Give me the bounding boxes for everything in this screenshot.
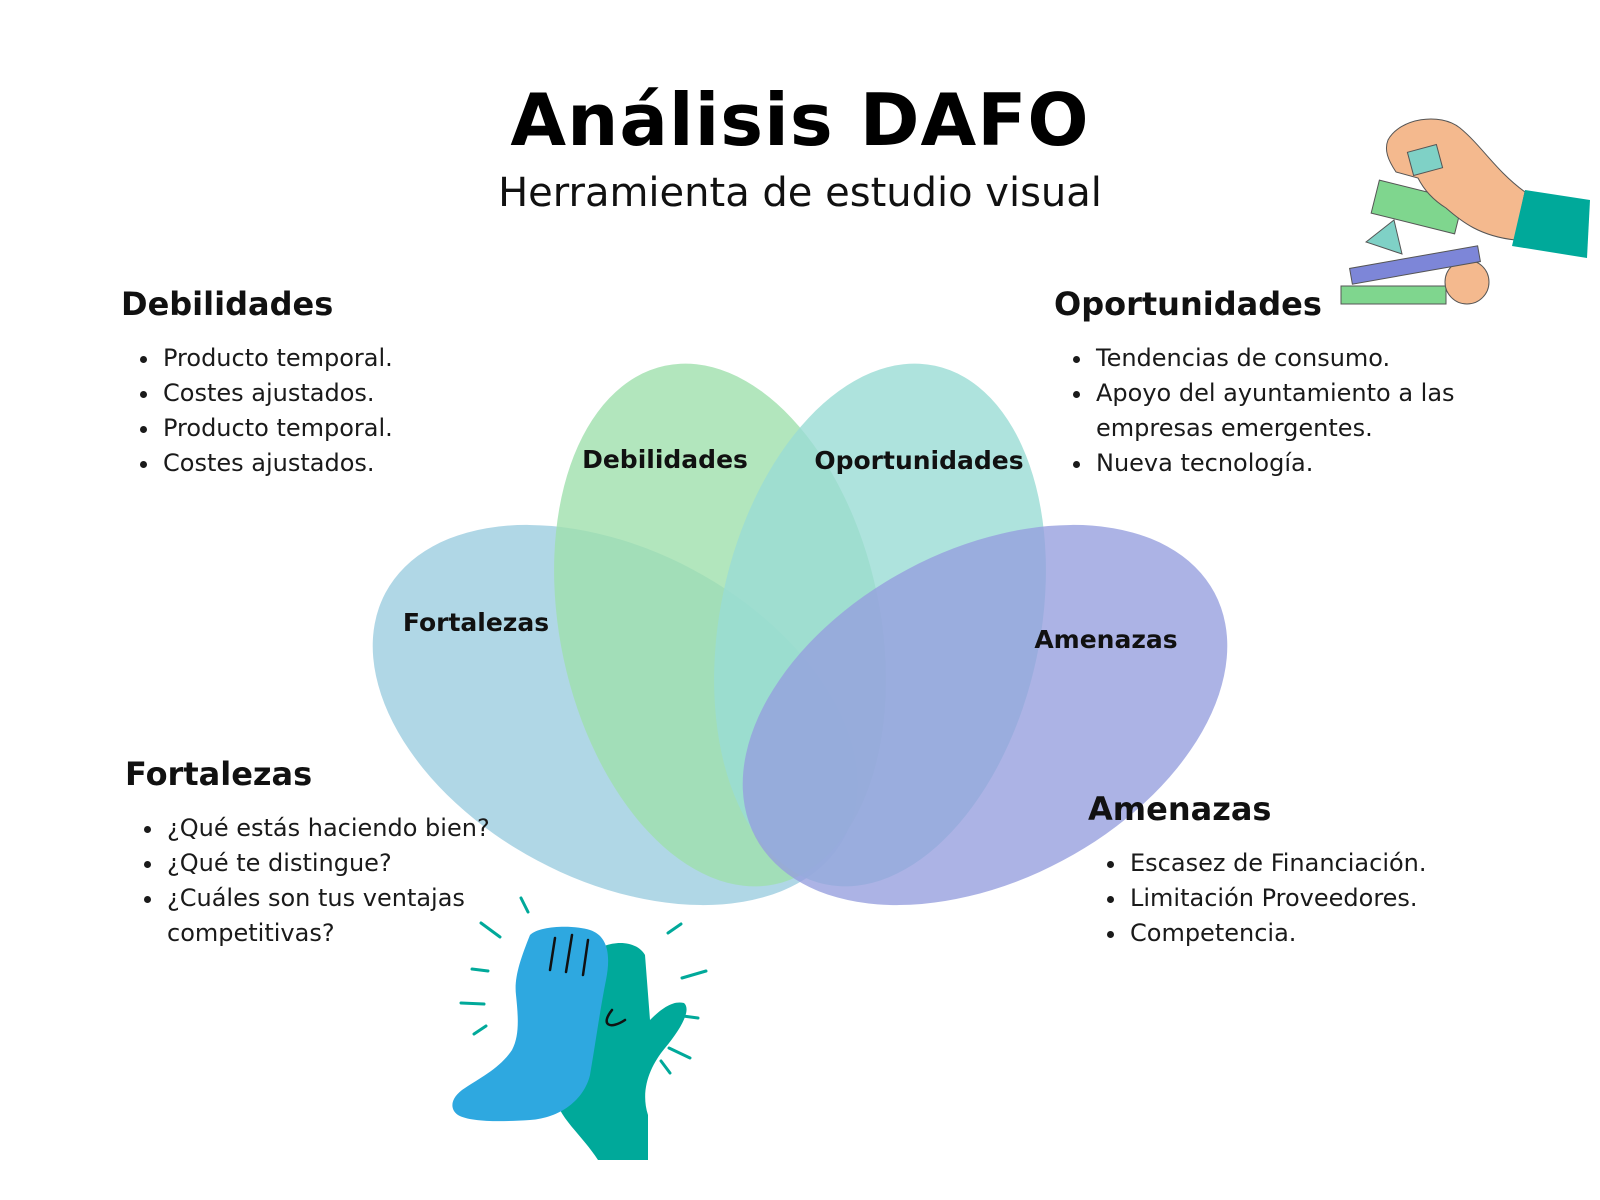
list-fortalezas: ¿Qué estás haciendo bien? ¿Qué te distin… bbox=[125, 811, 495, 951]
petal-label-amenazas: Amenazas bbox=[1034, 625, 1177, 654]
list-item: ¿Cuáles son tus ventajas competitivas? bbox=[165, 881, 495, 951]
list-amenazas: Escasez de Financiación. Limitación Prov… bbox=[1088, 846, 1508, 951]
section-debilidades: Debilidades Producto temporal. Costes aj… bbox=[121, 285, 541, 481]
section-fortalezas: Fortalezas ¿Qué estás haciendo bien? ¿Qu… bbox=[125, 755, 490, 951]
list-item: Competencia. bbox=[1128, 916, 1508, 951]
petal-label-debilidades: Debilidades bbox=[582, 445, 748, 474]
list-item: ¿Qué te distingue? bbox=[165, 846, 495, 881]
list-item: Limitación Proveedores. bbox=[1128, 881, 1508, 916]
petal-label-oportunidades: Oportunidades bbox=[814, 446, 1023, 475]
list-item: Apoyo del ayuntamiento a las empresas em… bbox=[1094, 376, 1494, 446]
petal-amenazas bbox=[742, 524, 1228, 906]
list-item: ¿Qué estás haciendo bien? bbox=[165, 811, 495, 846]
section-heading-debilidades: Debilidades bbox=[121, 285, 334, 323]
list-item: Producto temporal. bbox=[161, 411, 541, 446]
high-five-icon bbox=[452, 896, 708, 1160]
list-item: Costes ajustados. bbox=[161, 446, 541, 481]
page-title: Análisis DAFO bbox=[510, 78, 1090, 162]
list-item: Tendencias de consumo. bbox=[1094, 341, 1494, 376]
hand-stacking-blocks-icon bbox=[1340, 118, 1590, 305]
section-amenazas: Amenazas Escasez de Financiación. Limita… bbox=[1088, 790, 1508, 951]
page-subtitle: Herramienta de estudio visual bbox=[498, 170, 1102, 216]
list-debilidades: Producto temporal. Costes ajustados. Pro… bbox=[121, 341, 541, 481]
petal-label-fortalezas: Fortalezas bbox=[403, 608, 549, 637]
section-heading-oportunidades: Oportunidades bbox=[1054, 285, 1322, 323]
list-oportunidades: Tendencias de consumo. Apoyo del ayuntam… bbox=[1054, 341, 1494, 481]
list-item: Costes ajustados. bbox=[161, 376, 541, 411]
list-item: Producto temporal. bbox=[161, 341, 541, 376]
list-item: Escasez de Financiación. bbox=[1128, 846, 1508, 881]
section-heading-fortalezas: Fortalezas bbox=[125, 755, 313, 793]
section-heading-amenazas: Amenazas bbox=[1088, 790, 1272, 828]
list-item: Nueva tecnología. bbox=[1094, 446, 1494, 481]
section-oportunidades: Oportunidades Tendencias de consumo. Apo… bbox=[1054, 285, 1474, 481]
